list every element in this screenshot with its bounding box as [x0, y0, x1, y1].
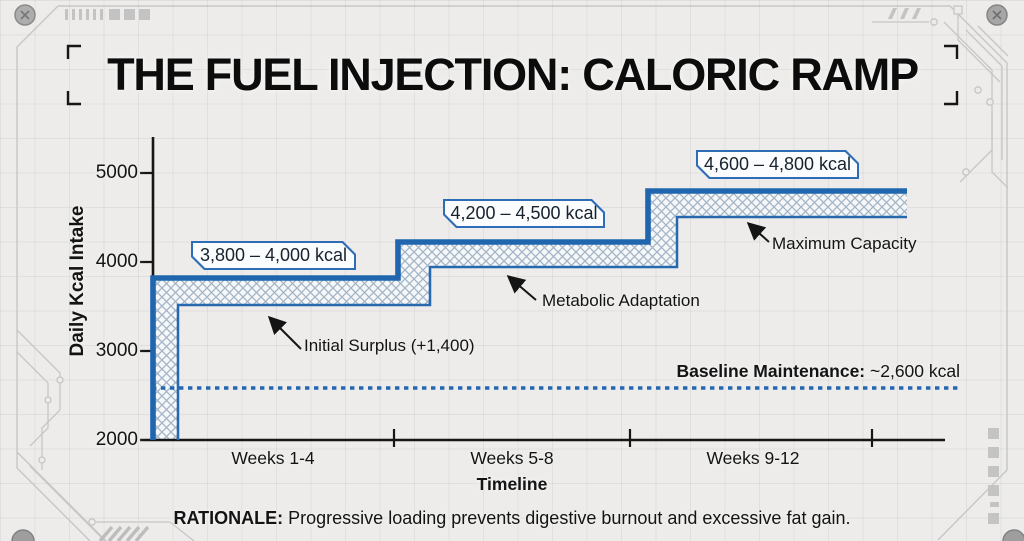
- arrow-metabolic-adaptation: [506, 275, 537, 301]
- title-corner-brackets: [66, 44, 959, 106]
- screw-icon-bottom-left: [11, 529, 35, 541]
- y-axis-label: Daily Kcal Intake: [67, 205, 88, 357]
- callout-range-weeks-5-8: 4,200 – 4,500 kcal: [443, 199, 605, 228]
- annotation-maximum-capacity: Maximum Capacity: [772, 234, 917, 253]
- baseline-maintenance-label-bold: Baseline Maintenance:: [676, 361, 866, 381]
- callout-range-weeks-1-4-text: 3,800 – 4,000 kcal: [193, 243, 354, 268]
- y-tick-5000: 5000: [95, 162, 138, 183]
- screw-icon-bottom-right: [1002, 529, 1024, 541]
- x-axis-label: Timeline: [476, 474, 548, 494]
- screw-icon-top-left: [14, 4, 36, 26]
- circuit-traces-top-right: [872, 5, 1009, 189]
- screw-icon-top-right: [986, 4, 1008, 26]
- baseline-maintenance-label-value: ~2,600 kcal: [870, 361, 960, 381]
- annotation-initial-surplus: Initial Surplus (+1,400): [304, 336, 475, 355]
- upper-bound-step-line: [150, 188, 907, 440]
- chevron-marks-bottom: [98, 525, 150, 541]
- callout-range-weeks-1-4: 3,800 – 4,000 kcal: [191, 241, 356, 270]
- page-title: THE FUEL INJECTION: CALORIC RAMP: [107, 49, 919, 100]
- arrow-initial-surplus: [267, 315, 302, 350]
- y-tick-4000: 4000: [95, 251, 138, 272]
- squares-column-decoration: [988, 428, 999, 524]
- barcode-decoration: [65, 9, 150, 20]
- x-tick-weeks-1-4: Weeks 1-4: [231, 448, 315, 468]
- circuit-traces-bottom-left: [16, 329, 195, 541]
- rationale-footer-bold: RATIONALE:: [173, 508, 284, 528]
- lower-bound-step-line: [176, 215, 907, 440]
- x-tick-marks: [392, 429, 874, 447]
- y-tick-2000: 2000: [95, 429, 138, 450]
- annotation-metabolic-adaptation: Metabolic Adaptation: [542, 291, 700, 310]
- rationale-footer-text: Progressive loading prevents digestive b…: [288, 508, 851, 528]
- baseline-maintenance-label: Baseline Maintenance: ~2,600 kcal: [676, 361, 960, 382]
- y-tick-3000: 3000: [95, 340, 138, 361]
- screw-icons: [11, 4, 1024, 541]
- arrow-maximum-capacity: [746, 221, 770, 243]
- caloric-range-band: [153, 191, 907, 440]
- annotation-arrows: [267, 221, 770, 350]
- x-tick-weeks-5-8: Weeks 5-8: [470, 448, 554, 468]
- rationale-footer: RATIONALE: Progressive loading prevents …: [0, 508, 1024, 529]
- callout-range-weeks-9-12-text: 4,600 – 4,800 kcal: [698, 152, 857, 177]
- callout-range-weeks-5-8-text: 4,200 – 4,500 kcal: [445, 201, 603, 226]
- frame-border: [16, 5, 1008, 541]
- callout-range-weeks-9-12: 4,600 – 4,800 kcal: [696, 150, 859, 179]
- slash-marks: [888, 8, 921, 19]
- x-tick-weeks-9-12: Weeks 9-12: [706, 448, 800, 468]
